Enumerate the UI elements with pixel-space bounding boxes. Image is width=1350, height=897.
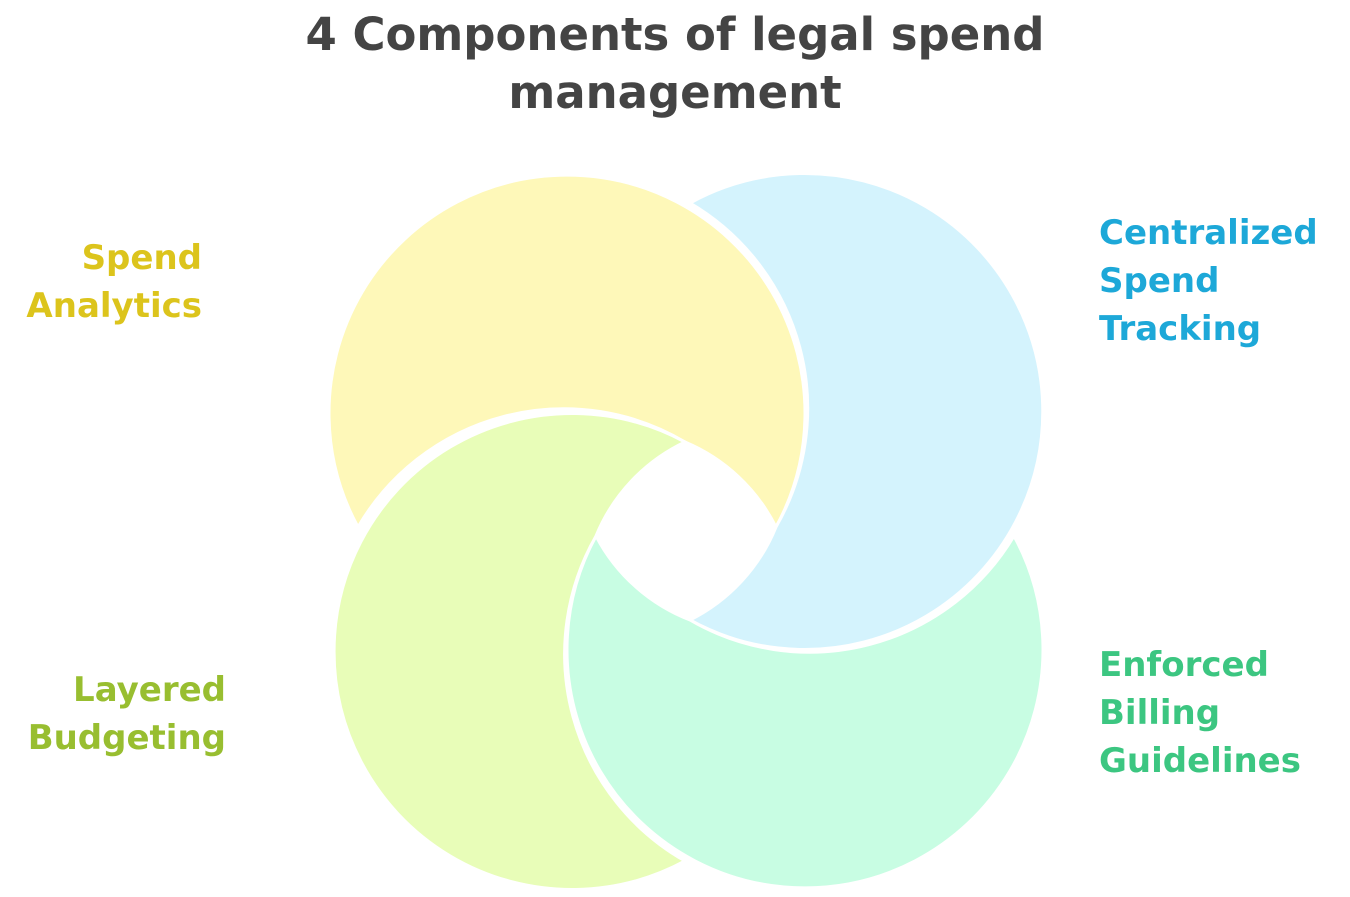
- title-line-1: 4 Components of legal spend: [305, 8, 1045, 61]
- label-line: Tracking: [1099, 309, 1262, 349]
- title-line-2: management: [508, 66, 842, 119]
- label-line: Spend: [81, 238, 202, 278]
- label-line: Layered: [73, 670, 226, 710]
- label-line: Billing: [1099, 693, 1221, 733]
- label-enforced-billing-guidelines: Enforced Billing Guidelines: [1099, 641, 1301, 785]
- ring-spend-analytics: [327, 173, 807, 531]
- ring-layered-budgeting: [332, 412, 689, 891]
- label-line: Centralized: [1099, 213, 1318, 253]
- label-centralized-spend-tracking: Centralized Spend Tracking: [1099, 209, 1318, 353]
- label-spend-analytics: Spend Analytics: [26, 234, 202, 330]
- ring-enforced-billing-guidelines: [565, 532, 1045, 890]
- label-layered-budgeting: Layered Budgeting: [28, 666, 226, 762]
- label-line: Analytics: [26, 286, 202, 326]
- label-line: Budgeting: [27, 718, 226, 758]
- diagram-title: 4 Components of legal spend management: [0, 6, 1350, 122]
- label-line: Guidelines: [1099, 741, 1301, 781]
- label-line: Enforced: [1099, 645, 1269, 685]
- label-line: Spend: [1099, 261, 1220, 301]
- ring-centralized-spend-tracking: [686, 172, 1045, 651]
